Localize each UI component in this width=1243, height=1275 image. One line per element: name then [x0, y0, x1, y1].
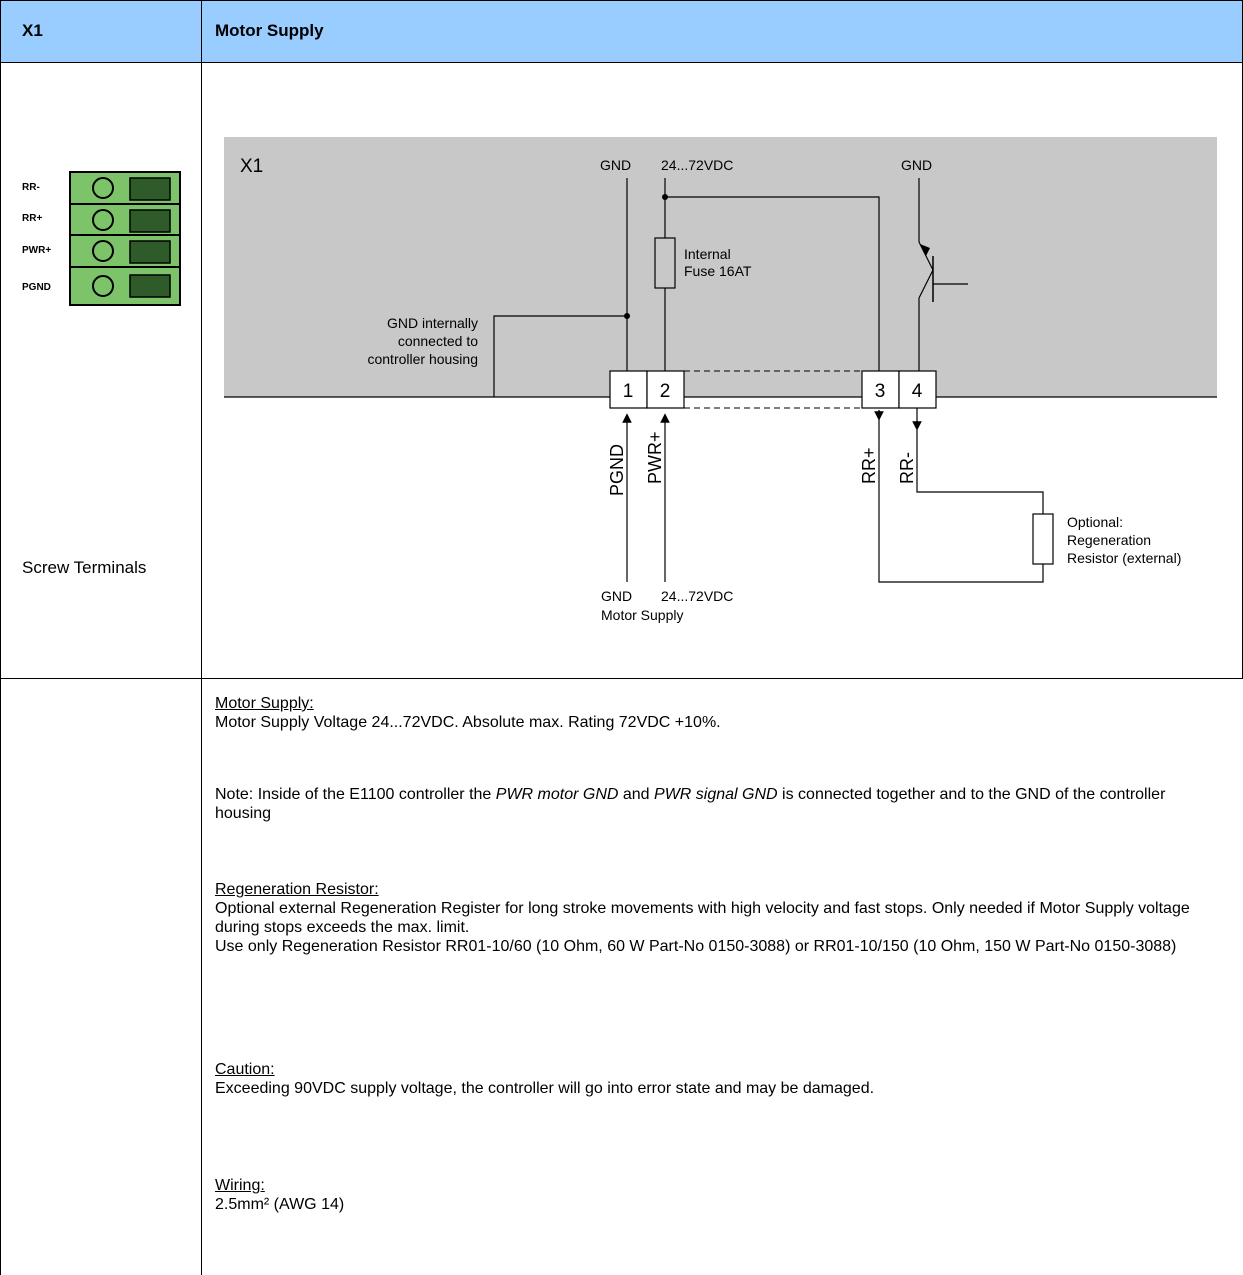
- connector-caption: Screw Terminals: [22, 558, 147, 577]
- header-title: Motor Supply: [215, 21, 324, 40]
- caution-text: Exceeding 90VDC supply voltage, the cont…: [215, 1080, 875, 1097]
- table-border-header: [0, 62, 1243, 63]
- wiring-diagram: X1 GND 24...72VDC GND Internal Fuse 16AT…: [224, 137, 1217, 623]
- fuse-icon: [654, 237, 676, 289]
- fuse-label-line2: Fuse 16AT: [684, 263, 752, 279]
- box-label: X1: [240, 156, 263, 177]
- resistor-label-line3: Resistor (external): [1067, 550, 1181, 566]
- terminal-3: 3: [875, 381, 886, 402]
- motor-supply-section: Motor Supply: Motor Supply Voltage 24...…: [215, 694, 1225, 732]
- wire-label-rr-plus: RR+: [859, 447, 879, 484]
- fuse-label-line1: Internal: [684, 246, 731, 262]
- junction-dot: [662, 194, 668, 200]
- table-header: [0, 0, 1243, 62]
- pin-label-rr-plus: RR+: [22, 213, 43, 224]
- wire-label-pwr: PWR+: [645, 431, 665, 484]
- resistor-label-line2: Regeneration: [1067, 532, 1151, 548]
- table-border-row: [0, 678, 1243, 679]
- note-and: and: [618, 786, 655, 803]
- regeneration-part-text: Use only Regeneration Resistor RR01-10/6…: [215, 938, 1177, 955]
- wiring-text: 2.5mm² (AWG 14): [215, 1196, 345, 1213]
- pin-label-pgnd: PGND: [22, 282, 51, 293]
- note-suffix: is connected together and to the GND of …: [215, 786, 1166, 822]
- pin-label-pwr-plus: PWR+: [22, 245, 52, 256]
- bottom-supply-label: 24...72VDC: [661, 588, 733, 604]
- note-section: Note: Inside of the E1100 controller the…: [215, 785, 1225, 823]
- terminal-block-icon: [129, 177, 171, 298]
- gnd-note-line2: connected to: [398, 333, 478, 349]
- wire-label-pgnd: PGND: [607, 444, 627, 496]
- pin-label-rr-minus: RR-: [22, 182, 40, 193]
- terminal-1: 1: [623, 381, 634, 402]
- screw-icon: [92, 177, 114, 297]
- motor-supply-heading: Motor Supply:: [215, 695, 314, 712]
- table-border-left: [0, 0, 1, 1275]
- resistor-label-line1: Optional:: [1067, 514, 1123, 530]
- note-emphasis-signal-gnd: PWR signal GND: [654, 786, 778, 803]
- note-prefix: Note: Inside of the E1100 controller the: [215, 786, 496, 803]
- wiring-heading: Wiring:: [215, 1177, 265, 1194]
- regeneration-resistor-icon: [1032, 513, 1054, 565]
- motor-supply-text: Motor Supply Voltage 24...72VDC. Absolut…: [215, 714, 721, 731]
- junction-dot: [624, 313, 630, 319]
- top-supply-label: 24...72VDC: [661, 157, 733, 173]
- transistor-icon: [918, 241, 968, 302]
- gnd-note-line3: controller housing: [367, 351, 478, 367]
- rr-plus-internal-wire: [665, 196, 880, 371]
- terminal-4: 4: [912, 381, 923, 402]
- header-connector-id: X1: [22, 21, 43, 40]
- regeneration-heading: Regeneration Resistor:: [215, 881, 379, 898]
- table-border-top: [0, 0, 1243, 1]
- wire-label-rr-minus: RR-: [897, 452, 917, 484]
- caution-heading: Caution:: [215, 1061, 275, 1078]
- rr-plus-external-wire: [878, 410, 1044, 583]
- top-gnd-right-label: GND: [901, 157, 932, 173]
- wiring-section: Wiring: 2.5mm² (AWG 14): [215, 1176, 1225, 1214]
- rr-minus-external-wire: [916, 430, 1044, 514]
- caution-section: Caution: Exceeding 90VDC supply voltage,…: [215, 1060, 1225, 1098]
- regeneration-section: Regeneration Resistor: Optional external…: [215, 880, 1225, 956]
- housing-gnd-wire: [493, 315, 627, 397]
- terminal-2: 2: [660, 381, 671, 402]
- regeneration-text: Optional external Regeneration Register …: [215, 900, 1190, 936]
- top-gnd-left-label: GND: [600, 157, 631, 173]
- controller-box: [224, 137, 1217, 397]
- gnd-note-line1: GND internally: [387, 315, 478, 331]
- table-border-middle: [201, 0, 202, 1275]
- terminal-strip: [609, 370, 937, 409]
- connector-drawing: [69, 171, 181, 306]
- bottom-caption: Motor Supply: [601, 607, 683, 623]
- bottom-gnd-label: GND: [601, 588, 632, 604]
- note-emphasis-motor-gnd: PWR motor GND: [495, 786, 619, 803]
